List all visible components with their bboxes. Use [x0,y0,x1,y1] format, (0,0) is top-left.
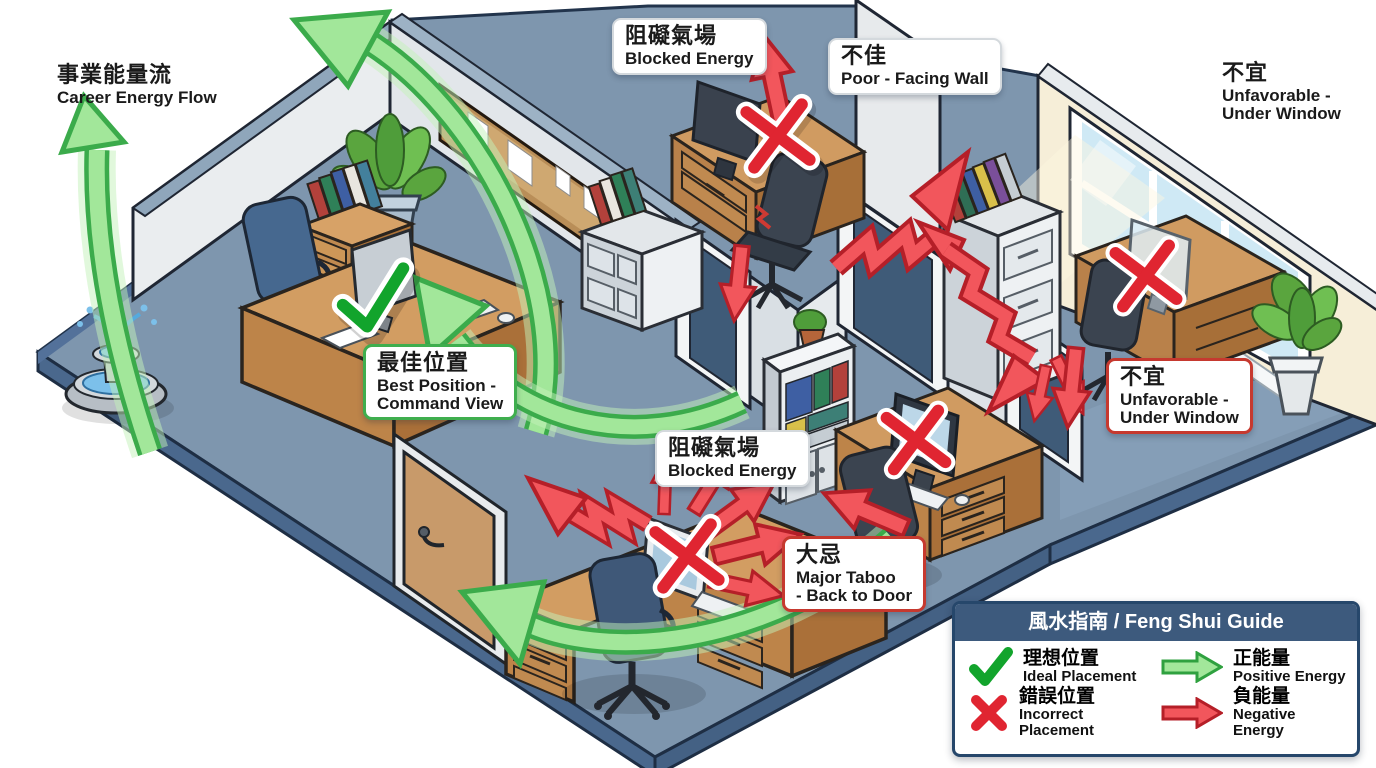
legend-item-ideal: 理想位置 Ideal Placement [969,647,1155,687]
mouse [954,494,970,506]
red-arrows-right-room [912,217,1098,432]
cross-mark-back-to-door [644,513,730,599]
label-en: Unfavorable - Under Window [1222,85,1341,123]
label-zh: 阻礙氣場 [625,23,718,48]
label-blocked-energy-top: 阻礙氣場 Blocked Energy [612,18,767,75]
label-en: Unfavorable - Under Window [1120,389,1239,427]
label-zh: 阻礙氣場 [668,435,761,460]
legend-item-incorrect: 錯誤位置 Incorrect Placement [969,687,1155,738]
green-arrow-fountain-up [58,91,168,459]
legend-zh: 正能量 [1233,648,1291,670]
legend-en: Negative Energy [1233,705,1296,739]
feng-shui-legend: 風水指南 / Feng Shui Guide 理想位置 Ideal Placem… [952,601,1360,757]
legend-en: Incorrect Placement [1019,705,1095,739]
ideal-check-mark [331,257,421,346]
label-zh: 不宜 [1222,60,1269,85]
legend-title: 風水指南 / Feng Shui Guide [955,604,1357,641]
label-en: Blocked Energy [668,460,797,480]
cross-mark-facing-wall [735,93,824,184]
books-on-small-cabinet [587,167,648,227]
label-career-energy-flow: 事業能量流 Career Energy Flow [57,62,217,107]
label-unfavorable-top: 不宜 Unfavorable - Under Window [1222,60,1341,123]
red-arrow-icon [1161,696,1223,729]
cross-mark-under-window [1105,235,1187,317]
mouse [497,312,515,324]
legend-zh: 理想位置 [1023,648,1100,670]
label-en: Career Energy Flow [57,87,217,107]
label-zh: 不宜 [1120,364,1167,389]
label-en: Poor - Facing Wall [841,68,989,88]
check-icon [969,647,1013,687]
label-en: Major Taboo - Back to Door [796,567,913,605]
bulletin-board [438,82,622,269]
potted-plant-right [1251,272,1343,416]
label-best-position: 最佳位置 Best Position - Command View [363,344,518,421]
door-handle [418,526,430,538]
red-arrows-from-back-to-door-desk [523,441,808,615]
label-poor-facing-wall: 不佳 Poor - Facing Wall [828,38,1002,95]
green-arrow-icon [1161,651,1223,683]
green-arrow-over-wall [289,9,565,438]
label-unfavorable-mid: 不宜 Unfavorable - Under Window [1106,358,1253,435]
red-zigzag-up-right [829,146,972,281]
label-zh: 事業能量流 [57,62,173,87]
legend-en: Ideal Placement [1023,668,1137,686]
legend-zh: 負能量 [1233,686,1291,707]
legend-en: Positive Energy [1233,668,1346,686]
monitor-back [691,79,762,182]
label-en: Blocked Energy [625,48,754,68]
legend-grid: 理想位置 Ideal Placement 正能量 Positive Energy… [955,641,1357,740]
label-zh: 最佳位置 [377,350,470,375]
office-chair [729,152,829,310]
cross-icon [969,694,1009,732]
legend-item-positive: 正能量 Positive Energy [1161,647,1347,687]
label-blocked-energy-mid: 阻礙氣場 Blocked Energy [655,430,810,487]
placement-marks [331,93,1187,599]
label-zh: 不佳 [841,43,888,68]
negative-energy-arrows [523,28,1098,615]
small-file-cabinet [577,167,707,333]
legend-zh: 錯誤位置 [1019,686,1096,707]
label-major-taboo: 大忌 Major Taboo - Back to Door [782,536,927,613]
label-en: Best Position - Command View [377,375,504,413]
legend-item-negative: 負能量 Negative Energy [1161,687,1347,738]
cross-mark-blocked-desk [876,400,956,480]
label-zh: 大忌 [796,542,843,567]
